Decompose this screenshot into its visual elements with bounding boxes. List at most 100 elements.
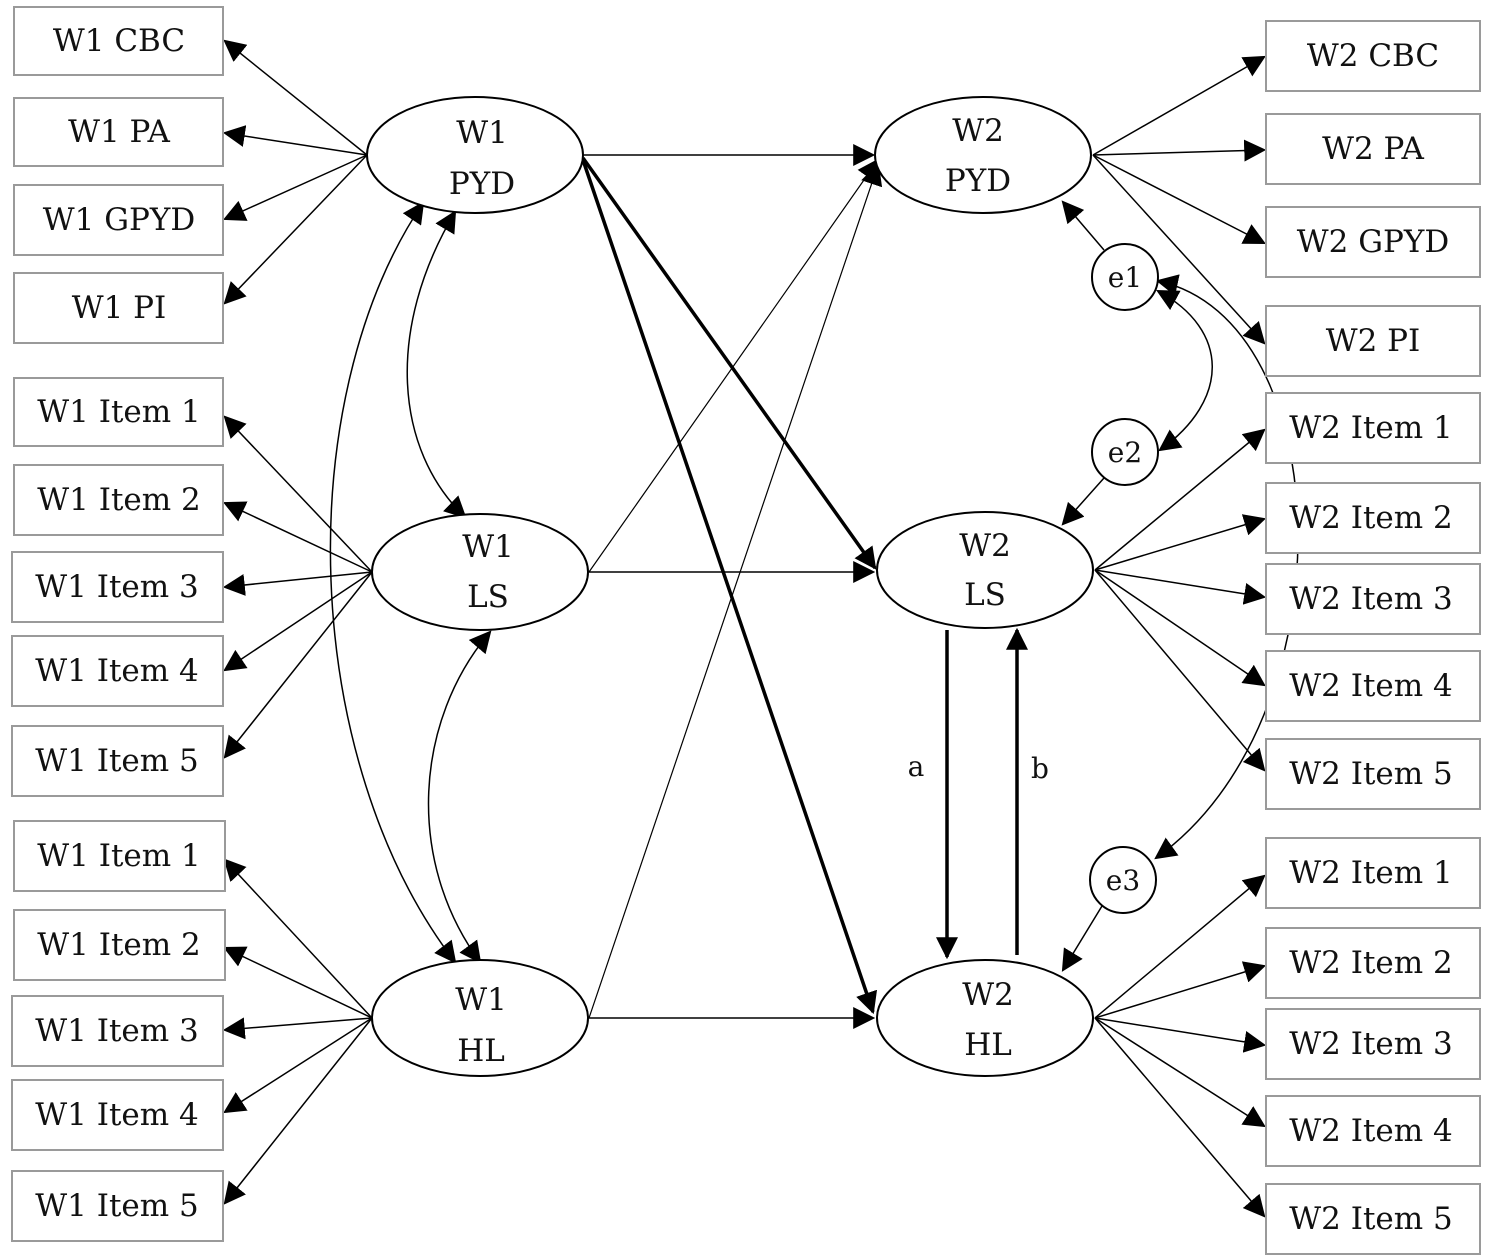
indicator-w2-hl-item-5: W2 Item 5 bbox=[1265, 1183, 1481, 1255]
indicator-w1-ls-item-3: W1 Item 3 bbox=[11, 551, 224, 623]
loading-arrow bbox=[223, 1017, 373, 1114]
latent-construct: LS bbox=[964, 577, 1006, 613]
indicator-w2-ls-item-5: W2 Item 5 bbox=[1265, 738, 1481, 810]
latent-w2-hl: W2 HL bbox=[876, 959, 1094, 1077]
covariance-curve-e1-e2 bbox=[1156, 289, 1213, 452]
path-arrow-pyd-ls bbox=[581, 156, 877, 570]
loading-arrow bbox=[223, 571, 373, 759]
indicator-w2-cbc: W2 CBC bbox=[1265, 20, 1481, 92]
indicator-label: W2 Item 1 bbox=[1289, 410, 1452, 446]
error-label: e2 bbox=[1108, 436, 1142, 469]
loading-arrow bbox=[1094, 961, 1267, 1019]
indicator-w1-pa: W1 PA bbox=[13, 97, 224, 167]
indicator-w1-hl-item-3: W1 Item 3 bbox=[11, 995, 224, 1067]
indicator-label: W2 Item 1 bbox=[1289, 855, 1452, 891]
path-arrow-pyd-hl bbox=[581, 159, 878, 1015]
loading-arrow bbox=[1094, 569, 1266, 687]
loading-arrow bbox=[1094, 1017, 1266, 1128]
loading-arrow bbox=[223, 39, 368, 156]
indicator-w1-hl-item-4: W1 Item 4 bbox=[11, 1079, 224, 1151]
latent-construct: LS bbox=[467, 579, 509, 615]
latent-w1-ls: W1 LS bbox=[371, 513, 589, 631]
indicator-label: W2 GPYD bbox=[1297, 224, 1449, 260]
indicator-label: W1 Item 3 bbox=[35, 569, 198, 605]
error-e2: e2 bbox=[1091, 418, 1159, 486]
indicator-label: W1 CBC bbox=[53, 23, 185, 59]
loading-arrow bbox=[1092, 154, 1266, 345]
latent-construct: PYD bbox=[449, 166, 515, 202]
error-arrow-e2 bbox=[1061, 477, 1105, 526]
loading-arrow bbox=[1094, 569, 1267, 605]
indicator-label: W2 Item 3 bbox=[1289, 581, 1452, 617]
indicator-label: W2 Item 2 bbox=[1289, 500, 1452, 536]
latent-wave: W2 bbox=[952, 113, 1004, 149]
covariance-curve-pyd-hl bbox=[329, 201, 457, 964]
indicator-w2-ls-item-4: W2 Item 4 bbox=[1265, 650, 1481, 722]
latent-w1-hl: W1 HL bbox=[371, 959, 589, 1077]
indicator-label: W2 PI bbox=[1326, 323, 1421, 359]
latent-w2-pyd: W2 PYD bbox=[874, 96, 1092, 214]
indicator-label: W2 CBC bbox=[1307, 38, 1439, 74]
loading-arrow bbox=[1094, 569, 1266, 772]
latent-construct: HL bbox=[457, 1033, 505, 1069]
loading-arrow bbox=[223, 501, 373, 573]
indicator-label: W1 Item 4 bbox=[35, 1097, 198, 1133]
indicator-label: W2 Item 4 bbox=[1289, 668, 1452, 704]
error-label: e3 bbox=[1106, 864, 1140, 897]
loading-arrow bbox=[1092, 139, 1267, 162]
loading-arrow bbox=[223, 154, 368, 305]
indicator-w2-ls-item-1: W2 Item 1 bbox=[1265, 392, 1481, 464]
indicator-label: W1 Item 5 bbox=[35, 1188, 198, 1224]
w2-indicator-column: W2 CBC W2 PA W2 GPYD W2 PI W2 Item 1 W2 … bbox=[1265, 20, 1481, 1255]
path-label-b: b bbox=[1031, 752, 1049, 785]
indicator-label: W1 Item 5 bbox=[35, 743, 198, 779]
error-e3: e3 bbox=[1089, 846, 1157, 914]
loading-arrow bbox=[223, 571, 373, 672]
loading-arrow bbox=[223, 946, 373, 1019]
path-arrow-hl-pyd bbox=[588, 162, 883, 1019]
latent-wave: W2 bbox=[959, 528, 1011, 564]
path-arrow-ls-pyd bbox=[588, 158, 880, 573]
loading-arrow bbox=[222, 125, 368, 156]
indicator-w2-pa: W2 PA bbox=[1265, 113, 1481, 185]
loading-arrow bbox=[1092, 55, 1266, 156]
indicator-w2-pi: W2 PI bbox=[1265, 305, 1481, 377]
loading-arrow bbox=[1094, 874, 1266, 1019]
indicator-w1-gpyd: W1 GPYD bbox=[13, 184, 224, 256]
latent-w2-ls: W2 LS bbox=[876, 511, 1094, 629]
path-label-a: a bbox=[908, 750, 925, 783]
latent-wave: W2 bbox=[962, 977, 1014, 1013]
loading-arrow bbox=[1094, 514, 1267, 571]
indicator-label: W1 Item 2 bbox=[37, 927, 200, 963]
covariance-curve-pyd-ls bbox=[406, 210, 467, 519]
latent-construct: HL bbox=[964, 1027, 1012, 1063]
loading-arrow bbox=[223, 415, 373, 573]
indicator-label: W2 Item 5 bbox=[1289, 1201, 1452, 1237]
error-arrow-e3 bbox=[1061, 905, 1103, 972]
indicator-w2-hl-item-2: W2 Item 2 bbox=[1265, 927, 1481, 999]
latent-wave: W1 bbox=[462, 529, 514, 565]
indicator-label: W1 PI bbox=[72, 290, 167, 326]
covariance-curve-ls-hl bbox=[427, 630, 492, 964]
indicator-label: W1 Item 1 bbox=[37, 838, 200, 874]
loading-arrow bbox=[1094, 1017, 1266, 1218]
loading-arrow bbox=[223, 1017, 373, 1205]
indicator-label: W2 PA bbox=[1322, 131, 1424, 167]
error-e1: e1 bbox=[1091, 243, 1159, 311]
connector-layer bbox=[222, 39, 1299, 1218]
latent-w1-pyd: W1 PYD bbox=[366, 96, 584, 214]
loading-arrow bbox=[1094, 1017, 1267, 1053]
error-arrow-e1 bbox=[1061, 200, 1105, 251]
w1-indicator-column: W1 CBC W1 PA W1 GPYD W1 PI W1 Item 1 W1 … bbox=[11, 6, 226, 1242]
indicator-w2-hl-item-4: W2 Item 4 bbox=[1265, 1095, 1481, 1167]
indicator-label: W1 PA bbox=[68, 114, 170, 150]
indicator-w1-hl-item-2: W1 Item 2 bbox=[13, 909, 226, 981]
indicator-w2-hl-item-1: W2 Item 1 bbox=[1265, 837, 1481, 909]
indicator-w2-ls-item-2: W2 Item 2 bbox=[1265, 482, 1481, 554]
error-terms: e1 e2 e3 bbox=[1089, 243, 1159, 914]
indicator-w1-ls-item-1: W1 Item 1 bbox=[13, 377, 224, 447]
loading-arrow bbox=[222, 571, 373, 596]
indicator-w2-ls-item-3: W2 Item 3 bbox=[1265, 563, 1481, 635]
indicator-w1-cbc: W1 CBC bbox=[13, 6, 224, 76]
